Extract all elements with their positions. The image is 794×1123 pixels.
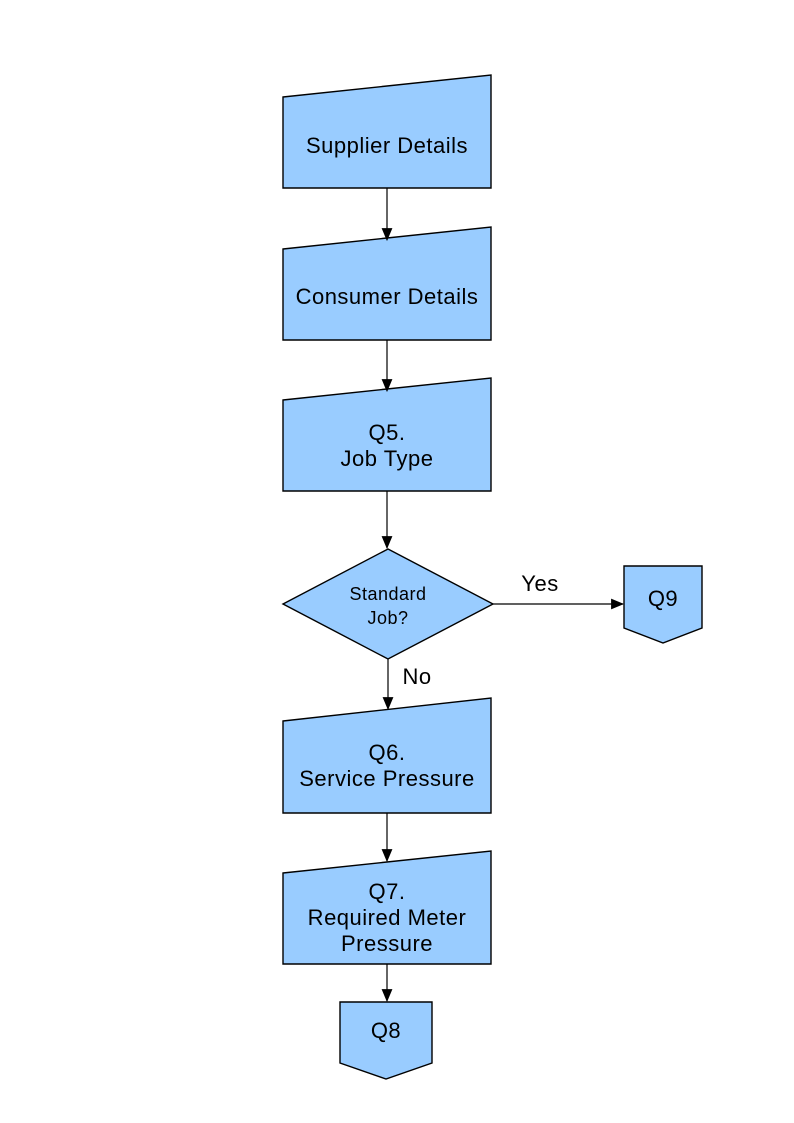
no-branch-label: No — [402, 664, 432, 689]
node-q5-job-type — [282, 377, 492, 492]
node-q7-required-meter-pressure — [282, 850, 492, 965]
node-q8-connector — [339, 1001, 433, 1080]
yes-branch-label: Yes — [521, 571, 559, 596]
supplier-details-label: Supplier Details — [305, 133, 469, 158]
q7-required-meter-pressure-label: Q7. Required Meter Pressure — [307, 879, 467, 956]
node-consumer-details — [282, 226, 492, 341]
q9-connector-label: Q9 — [647, 586, 679, 611]
node-q6-service-pressure — [282, 697, 492, 814]
q5-job-type-label: Q5. Job Type — [340, 420, 434, 471]
node-supplier-details — [282, 74, 492, 189]
consumer-details-label: Consumer Details — [295, 284, 479, 309]
q6-service-pressure-label: Q6. Service Pressure — [299, 740, 475, 791]
standard-job-decision-label: Standard Job? — [349, 584, 427, 628]
q8-connector-label: Q8 — [370, 1018, 402, 1043]
node-q9-connector — [623, 565, 703, 644]
